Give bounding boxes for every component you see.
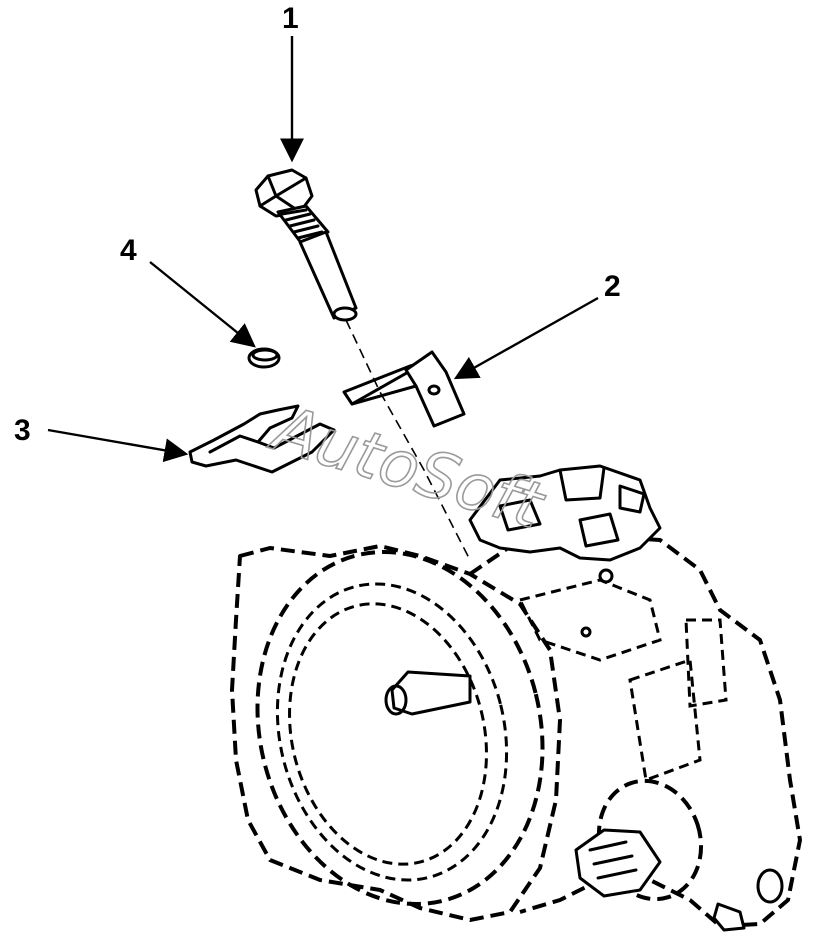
- assembly-centerline: [345, 319, 471, 561]
- watermark-text: AutoSoft: [261, 391, 553, 544]
- clip-part: [188, 404, 336, 474]
- leader-3: [47, 428, 189, 463]
- housing-part: [230, 464, 802, 932]
- callout-4: 4: [120, 234, 137, 267]
- callout-2: 2: [604, 270, 621, 303]
- callout-3: 3: [14, 414, 31, 447]
- leader-2: [453, 296, 599, 380]
- leader-4: [149, 261, 256, 348]
- washer-part: [247, 347, 281, 369]
- callout-1: 1: [282, 2, 299, 35]
- leader-lines: [47, 36, 599, 463]
- bracket-part: [342, 350, 466, 428]
- bolt-part: [254, 168, 358, 322]
